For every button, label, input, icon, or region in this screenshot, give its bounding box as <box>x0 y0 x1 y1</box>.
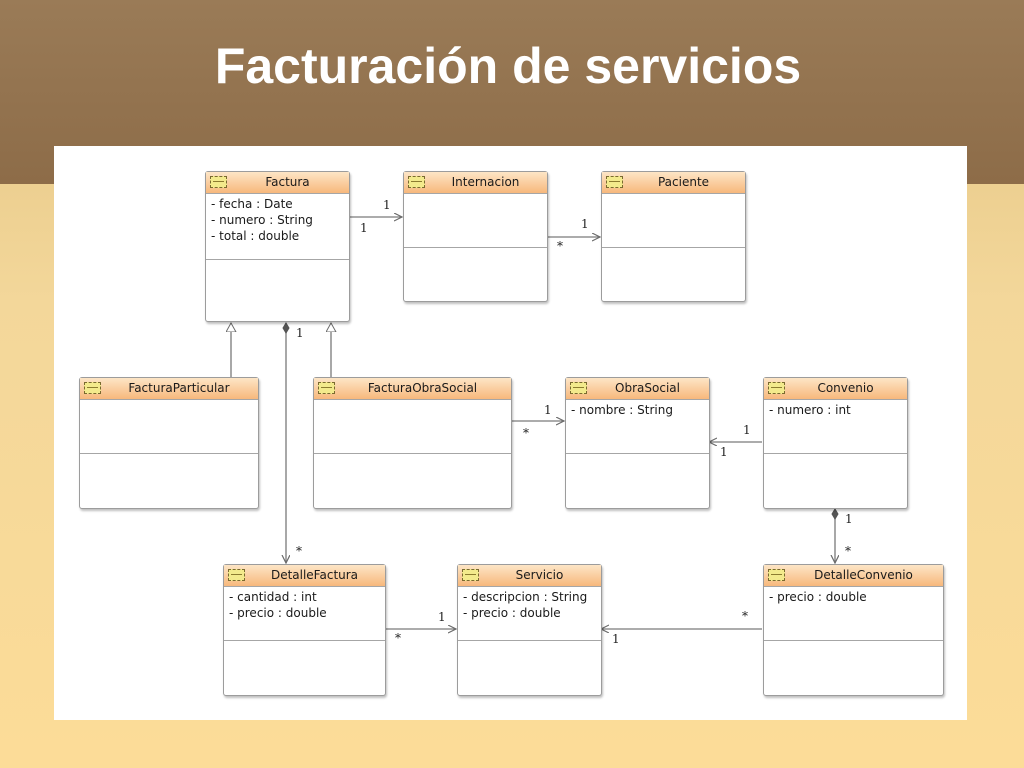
attribute-numero: - numero : String <box>211 213 313 227</box>
multiplicity-label: * <box>395 631 401 645</box>
multiplicity-label: 1 <box>720 445 728 459</box>
class-paciente-attributes <box>602 194 745 248</box>
class-detalleconvenio-attributes: - precio : double <box>764 587 943 641</box>
multiplicity-label: * <box>845 544 851 558</box>
class-internacion-attributes <box>404 194 547 248</box>
class-paciente-header: Paciente <box>602 172 745 194</box>
class-internacion-header: Internacion <box>404 172 547 194</box>
class-name: Internacion <box>451 175 520 189</box>
class-detallefactura[interactable]: DetalleFactura - cantidad : int - precio… <box>223 564 386 696</box>
class-name: Paciente <box>657 175 710 189</box>
class-detalleconvenio[interactable]: DetalleConvenio - precio : double <box>763 564 944 696</box>
class-icon <box>408 176 425 188</box>
class-icon <box>228 569 245 581</box>
class-icon <box>768 569 785 581</box>
class-factura-attributes: - fecha : Date - numero : String - total… <box>206 194 349 260</box>
diagram-connectors: 1 1 * 1 1 * * 1 1 1 1 * * 1 * 1 <box>54 198 853 646</box>
class-factura-header: Factura <box>206 172 349 194</box>
attribute-descripcion: - descripcion : String <box>463 590 588 604</box>
multiplicity-label: * <box>742 609 748 623</box>
class-icon <box>318 382 335 394</box>
class-name: ObraSocial <box>615 381 680 395</box>
class-facturaobrasocial-header: FacturaObraSocial <box>314 378 511 400</box>
class-icon <box>570 382 587 394</box>
class-internacion[interactable]: Internacion <box>403 171 548 302</box>
multiplicity-label: 1 <box>296 326 304 340</box>
slide-title: Facturación de servicios <box>214 38 802 94</box>
class-servicio[interactable]: Servicio - descripcion : String - precio… <box>457 564 602 696</box>
class-detalleconvenio-header: DetalleConvenio <box>764 565 943 587</box>
class-name: Servicio <box>515 568 564 582</box>
class-obrasocial-attributes: - nombre : String <box>566 400 709 454</box>
class-icon <box>462 569 479 581</box>
attribute-precio: - precio : double <box>463 606 561 620</box>
class-obrasocial-header: ObraSocial <box>566 378 709 400</box>
class-facturaobrasocial-attributes <box>314 400 511 454</box>
class-name: Convenio <box>817 381 874 395</box>
class-name: FacturaObraSocial <box>367 381 478 395</box>
multiplicity-label: * <box>296 544 302 558</box>
multiplicity-label: 1 <box>581 217 589 231</box>
multiplicity-label: 1 <box>544 403 552 417</box>
multiplicity-label: 1 <box>612 632 620 646</box>
attribute-precio: - precio : double <box>229 606 327 620</box>
class-facturaobrasocial[interactable]: FacturaObraSocial <box>313 377 512 509</box>
multiplicity-label: 1 <box>383 198 391 212</box>
class-servicio-attributes: - descripcion : String - precio : double <box>458 587 601 641</box>
class-servicio-header: Servicio <box>458 565 601 587</box>
multiplicity-label: 1 <box>743 423 751 437</box>
attribute-fecha: - fecha : Date <box>211 197 293 211</box>
class-icon <box>606 176 623 188</box>
attribute-numero: - numero : int <box>769 403 851 417</box>
class-name: Factura <box>265 175 310 189</box>
class-name: FacturaParticular <box>128 381 230 395</box>
class-factura[interactable]: Factura - fecha : Date - numero : String… <box>205 171 350 322</box>
class-detallefactura-header: DetalleFactura <box>224 565 385 587</box>
uml-class-diagram: 1 1 * 1 1 * * 1 1 1 1 * * 1 * 1 Factura … <box>54 146 967 720</box>
class-name: DetalleFactura <box>270 568 359 582</box>
attribute-cantidad: - cantidad : int <box>229 590 317 604</box>
class-convenio[interactable]: Convenio - numero : int <box>763 377 908 509</box>
class-icon <box>84 382 101 394</box>
multiplicity-label: 1 <box>438 610 446 624</box>
multiplicity-label: 1 <box>845 512 853 526</box>
class-icon <box>768 382 785 394</box>
class-convenio-attributes: - numero : int <box>764 400 907 454</box>
attribute-precio: - precio : double <box>769 590 867 604</box>
class-convenio-header: Convenio <box>764 378 907 400</box>
class-facturaparticular-header: FacturaParticular <box>80 378 258 400</box>
class-name: DetalleConvenio <box>814 568 913 582</box>
class-detallefactura-attributes: - cantidad : int - precio : double <box>224 587 385 641</box>
multiplicity-label: * <box>557 239 563 253</box>
multiplicity-label: 1 <box>360 221 368 235</box>
class-paciente[interactable]: Paciente <box>601 171 746 302</box>
class-obrasocial[interactable]: ObraSocial - nombre : String <box>565 377 710 509</box>
class-icon <box>210 176 227 188</box>
class-facturaparticular[interactable]: FacturaParticular <box>79 377 259 509</box>
class-facturaparticular-attributes <box>80 400 258 454</box>
attribute-total: - total : double <box>211 229 300 243</box>
attribute-nombre: - nombre : String <box>571 403 673 417</box>
multiplicity-label: * <box>523 426 529 440</box>
